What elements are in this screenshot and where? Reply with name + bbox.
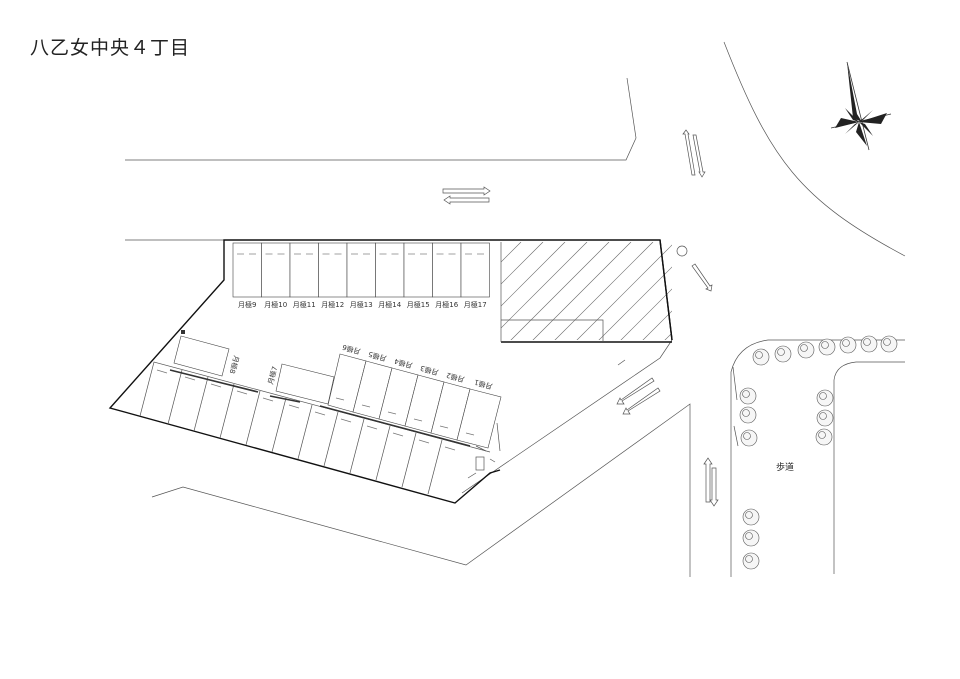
street-tree-icon: [815, 428, 833, 446]
street-trees: [739, 335, 898, 570]
north-arrow-compass-icon: [830, 61, 892, 151]
marker-icon: [181, 330, 185, 334]
one-way-arrow-icon: [703, 457, 719, 507]
stall-label: 月極1: [473, 378, 493, 391]
top-stall: 月極15: [403, 242, 433, 309]
stall-7: [275, 363, 335, 405]
street-tree-icon: [816, 389, 834, 407]
top-stall: 月極9: [232, 242, 262, 309]
stall-label: 月極4: [393, 357, 414, 371]
top-stall: 月極12: [318, 242, 348, 309]
stall-8: [173, 335, 230, 377]
top-stall: 月極14: [375, 242, 405, 309]
street-tree-icon: [742, 508, 760, 526]
street-tree-icon: [752, 348, 770, 366]
stall-label: 月極6: [341, 343, 362, 357]
walkway-label: 歩道: [776, 461, 794, 473]
stall-label: 月極11: [293, 300, 316, 309]
street-tree-icon: [839, 336, 857, 354]
traffic-arrows: [442, 129, 719, 507]
one-way-arrow-icon: [691, 263, 713, 292]
utility-pole-icon: [676, 245, 688, 257]
one-way-arrow-icon: [616, 377, 661, 415]
street-tree-icon: [739, 387, 757, 405]
stall-label: 月極2: [445, 371, 465, 384]
street-tree-icon: [742, 529, 760, 547]
hatched-area: [500, 242, 672, 343]
street-tree-icon: [774, 345, 792, 363]
upper-diagonal-stalls: [327, 353, 502, 449]
street-tree-icon: [797, 341, 815, 359]
street-tree-icon: [742, 552, 760, 570]
street-tree-icon: [739, 406, 757, 424]
map-title: 八乙女中央４丁目: [30, 37, 191, 59]
stall-label: 月極5: [367, 350, 387, 363]
stall-label: 月極10: [264, 300, 287, 309]
stall-label: 月極8: [228, 355, 241, 375]
top-row-stalls: 月極9 月極10 月極11 月極12 月極13 月極14 月極15 月極16 月極17: [232, 242, 490, 309]
stall-label: 月極14: [378, 300, 401, 309]
lower-stall-block: 月極6 月極5 月極4 月極3 月極2 月極1 月極8 月極7: [139, 330, 502, 495]
street-tree-icon: [816, 409, 834, 427]
top-stall: 月極13: [346, 242, 376, 309]
stall-label: 月極9: [238, 300, 256, 309]
stall-label: 月極13: [350, 300, 373, 309]
top-stall: 月極10: [261, 242, 291, 309]
stall-label: 月極15: [407, 300, 430, 309]
stall-label: 月極7: [266, 365, 279, 385]
lower-row-wheel-stops: [156, 369, 456, 451]
stall-label: 月極17: [464, 300, 487, 309]
one-way-arrow-icon: [442, 186, 491, 205]
one-way-arrow-icon: [682, 129, 706, 178]
stall-label: 月極12: [321, 300, 344, 309]
top-stall: 月極16: [432, 242, 462, 309]
top-stall: 月極11: [289, 242, 319, 309]
street-tree-icon: [860, 335, 878, 353]
top-stall: 月極17: [460, 242, 490, 309]
parking-entrance-icon: [467, 422, 501, 479]
lot-boundary: [108, 239, 673, 504]
road-edge-markers: [732, 366, 739, 447]
stall-label: 月極3: [419, 364, 439, 377]
street-tree-icon: [818, 338, 836, 356]
road-lines: [125, 41, 906, 577]
street-tree-icon: [740, 429, 758, 447]
stall-label: 月極16: [435, 300, 458, 309]
street-tree-icon: [880, 335, 898, 353]
